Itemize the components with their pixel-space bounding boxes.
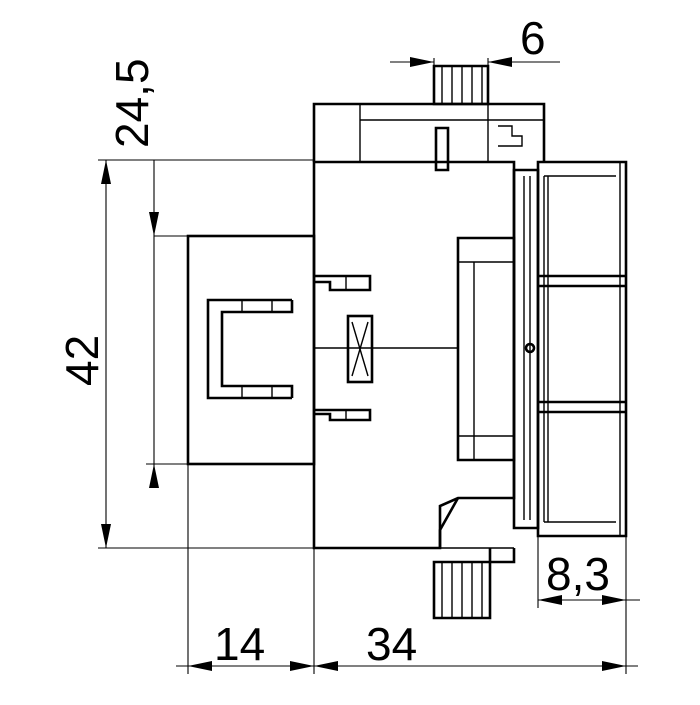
center-slot xyxy=(346,314,374,384)
dimension-lines xyxy=(98,57,640,674)
dim-34-label: 34 xyxy=(366,618,417,670)
main-body xyxy=(312,160,516,550)
top-knob xyxy=(432,64,490,106)
dim-8-3-label: 8,3 xyxy=(546,548,610,600)
top-cap xyxy=(312,102,546,162)
component-body xyxy=(186,64,628,620)
dim-24-5-label: 24,5 xyxy=(106,58,158,148)
dim-42-label: 42 xyxy=(56,335,108,386)
inner-block xyxy=(456,236,516,462)
dim-6-label: 6 xyxy=(520,12,546,64)
dim-14-label: 14 xyxy=(214,618,265,670)
left-bracket xyxy=(206,298,294,400)
